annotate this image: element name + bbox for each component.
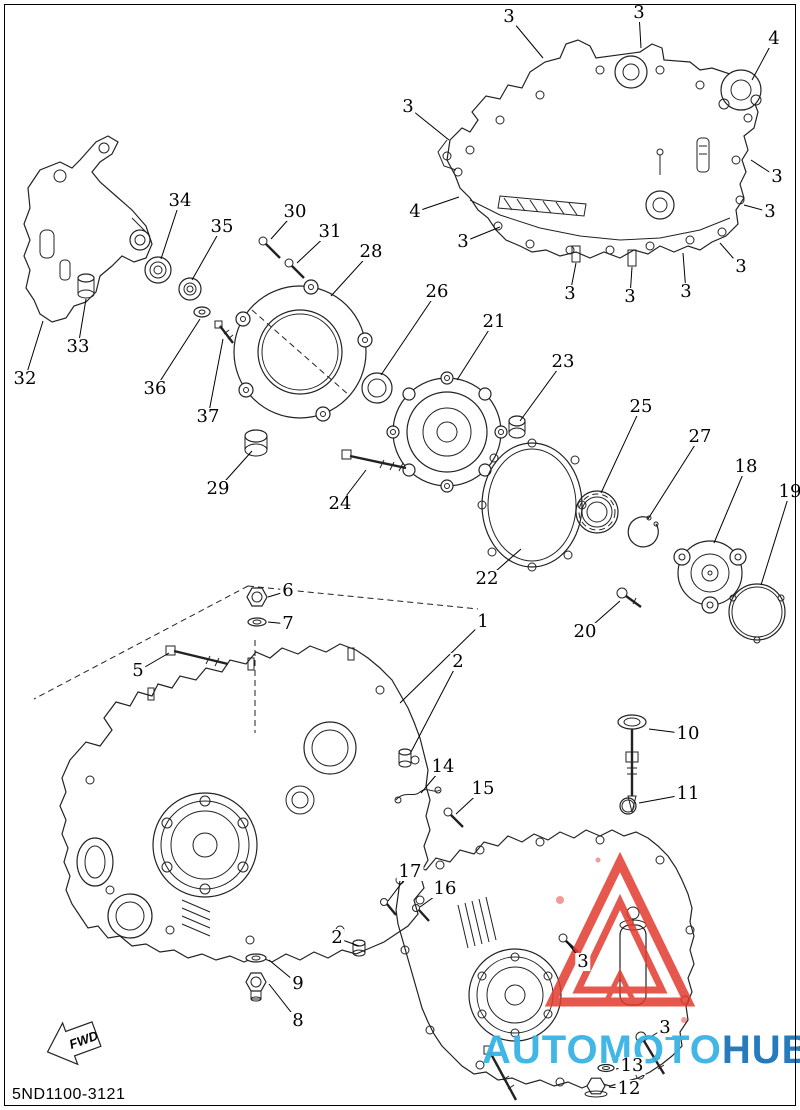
bearing-circlip-drawing	[575, 490, 659, 608]
gasket-22-drawing	[477, 438, 587, 572]
watermark-text-light: AUTOMOTO	[482, 1028, 722, 1072]
watermark-text-dark: HUB	[721, 1028, 800, 1072]
right-crankcase-half-drawing	[395, 829, 695, 1089]
part-code: 5ND1100-3121	[12, 1086, 126, 1103]
upper-crankcase-half-drawing	[437, 39, 762, 267]
watermark-logo	[544, 851, 696, 1023]
fwd-arrow: FWD	[46, 1021, 102, 1066]
left-crankcase-half-drawing	[33, 585, 479, 1002]
bearings-and-fasteners-drawing	[144, 236, 305, 344]
stator-cover-drawing	[233, 279, 393, 457]
dipstick-drawing	[617, 714, 647, 815]
bearing-cover-drawing	[341, 371, 526, 493]
watermark-text: AUTOMOTOHUB	[482, 1028, 800, 1073]
left-bracket-drawing	[23, 135, 153, 323]
cover-18-gasket-19-drawing	[673, 540, 786, 644]
